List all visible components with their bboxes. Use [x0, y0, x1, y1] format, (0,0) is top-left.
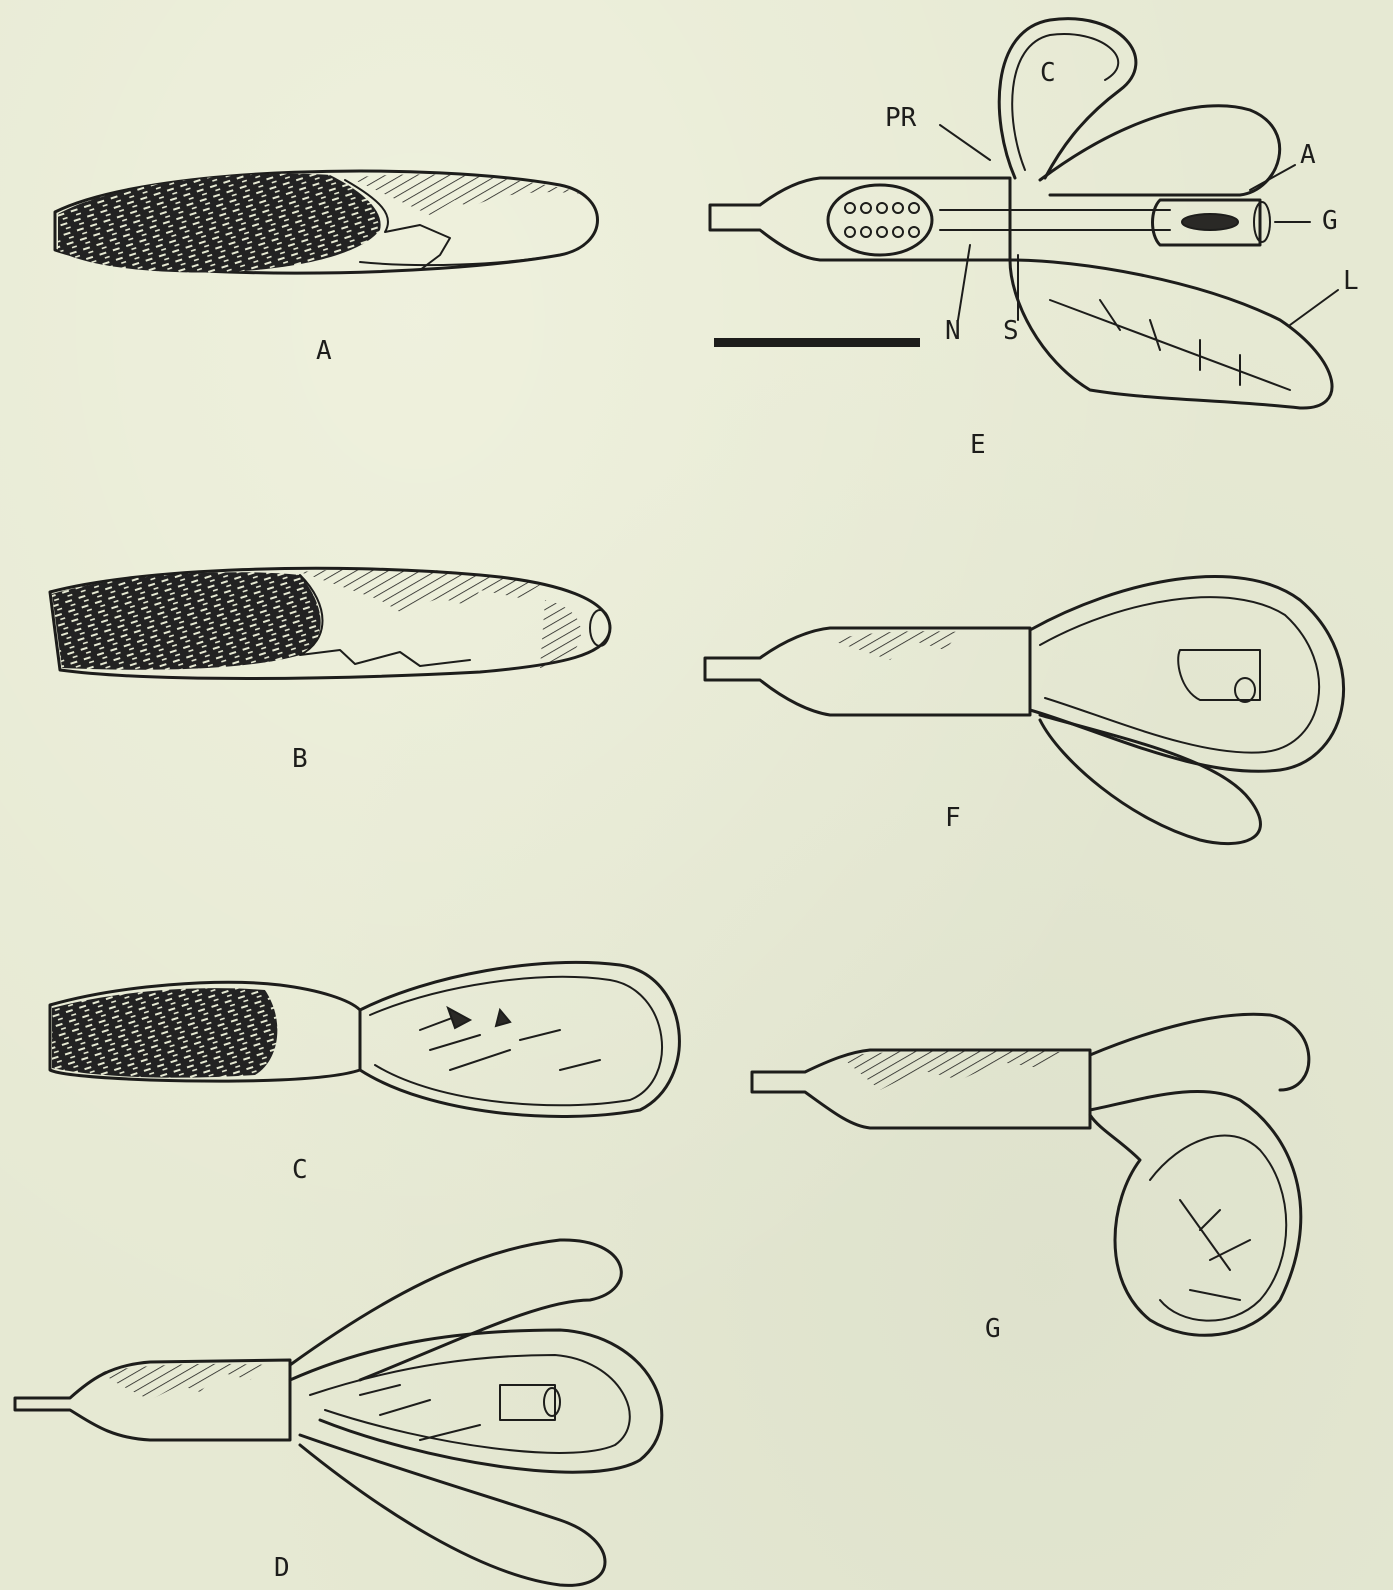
- part-label-pr: PR: [885, 105, 916, 131]
- part-label-s: S: [1003, 318, 1019, 344]
- fruit-a-drawing: [55, 171, 598, 273]
- figure-label-a: A: [316, 338, 332, 364]
- fruit-b-drawing: [50, 568, 610, 678]
- part-label-axis: A: [1300, 142, 1316, 168]
- seedling-g-drawing: [752, 1014, 1309, 1335]
- part-label-cotyledon: C: [1040, 60, 1056, 86]
- part-label-node: N: [945, 318, 961, 344]
- part-label-g: G: [1322, 208, 1338, 234]
- seedling-e-drawing: [710, 19, 1338, 408]
- figure-label-b: B: [292, 746, 308, 772]
- figure-label-c: C: [292, 1157, 308, 1183]
- figure-label-e: E: [970, 432, 986, 458]
- part-label-leaf: L: [1343, 268, 1359, 294]
- seedling-d-drawing: [15, 1240, 662, 1585]
- figure-label-g: G: [985, 1316, 1001, 1342]
- seedling-f-drawing: [705, 577, 1344, 844]
- figure-label-d: D: [274, 1555, 290, 1581]
- figure-label-f: F: [945, 805, 961, 831]
- seedling-c-drawing: [50, 962, 679, 1116]
